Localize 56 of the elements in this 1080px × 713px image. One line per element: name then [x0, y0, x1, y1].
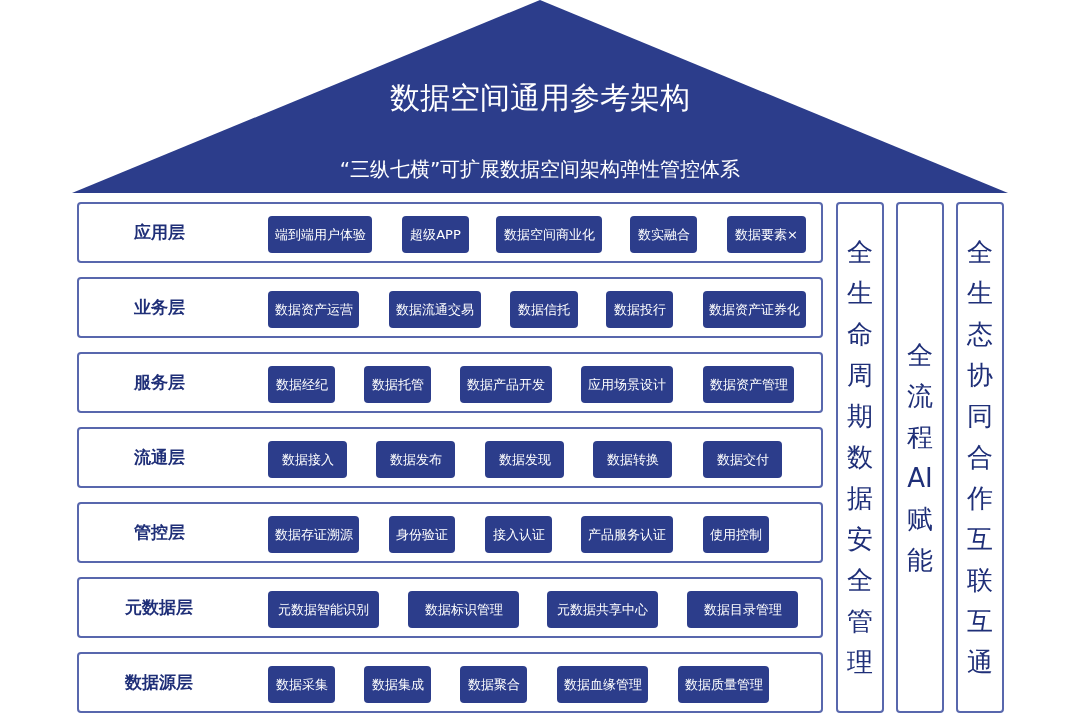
- layer-band: [77, 277, 823, 338]
- layer-band: [77, 577, 823, 638]
- module-box: 数据资产证券化: [703, 291, 806, 328]
- pillar-box: [836, 202, 884, 713]
- layer-label: 应用层: [133, 221, 185, 244]
- module-box: 数据投行: [606, 291, 673, 328]
- module-box: 数据信托: [510, 291, 578, 328]
- layer-band: [77, 502, 823, 563]
- module-box: 接入认证: [485, 516, 552, 553]
- pillar-label: 全流程AI赋能: [906, 338, 934, 577]
- layer-label: 服务层: [133, 371, 185, 394]
- module-box: 数据发现: [485, 441, 564, 478]
- module-box: 端到端用户体验: [268, 216, 372, 253]
- module-box: 数据资产运营: [268, 291, 359, 328]
- layer-label: 数据源层: [125, 671, 193, 694]
- pillar-label: 全生态协同合作互联互通: [966, 236, 994, 679]
- module-box: 数据目录管理: [687, 591, 798, 628]
- module-box: 数据经纪: [268, 366, 335, 403]
- module-box: 数据血缘管理: [557, 666, 648, 703]
- layer-band: [77, 652, 823, 713]
- module-box: 数据托管: [364, 366, 431, 403]
- layer-label: 管控层: [133, 521, 185, 544]
- layer-band: [77, 202, 823, 263]
- module-box: 数据产品开发: [460, 366, 552, 403]
- module-box: 数据转换: [593, 441, 672, 478]
- module-box: 数据采集: [268, 666, 335, 703]
- module-box: 数据资产管理: [703, 366, 794, 403]
- layer-band: [77, 352, 823, 413]
- module-box: 数据流通交易: [389, 291, 481, 328]
- module-box: 使用控制: [703, 516, 769, 553]
- module-box: 数据标识管理: [408, 591, 519, 628]
- module-box: 超级APP: [402, 216, 469, 253]
- pillar-label: 全生命周期数据安全管理: [846, 236, 874, 679]
- module-box: 产品服务认证: [581, 516, 673, 553]
- layer-label: 元数据层: [125, 596, 193, 619]
- module-box: 数据聚合: [460, 666, 527, 703]
- module-box: 数据空间商业化: [496, 216, 602, 253]
- pillar-box: [896, 202, 944, 713]
- layer-label: 流通层: [133, 446, 185, 469]
- module-box: 身份验证: [389, 516, 455, 553]
- module-box: 数据质量管理: [678, 666, 769, 703]
- module-box: 数实融合: [630, 216, 697, 253]
- module-box: 数据接入: [268, 441, 347, 478]
- roof-title: 数据空间通用参考架构: [390, 79, 690, 117]
- module-box: 元数据智能识别: [268, 591, 379, 628]
- module-box: 数据发布: [376, 441, 455, 478]
- module-box: 数据集成: [364, 666, 431, 703]
- module-box: 数据要素×: [727, 216, 806, 253]
- roof-subtitle: “三纵七横”可扩展数据空间架构弹性管控体系: [339, 156, 741, 183]
- module-box: 数据交付: [703, 441, 782, 478]
- pillar-box: [956, 202, 1004, 713]
- module-box: 数据存证溯源: [268, 516, 359, 553]
- module-box: 元数据共享中心: [547, 591, 658, 628]
- layer-label: 业务层: [133, 296, 185, 319]
- layer-band: [77, 427, 823, 488]
- module-box: 应用场景设计: [581, 366, 673, 403]
